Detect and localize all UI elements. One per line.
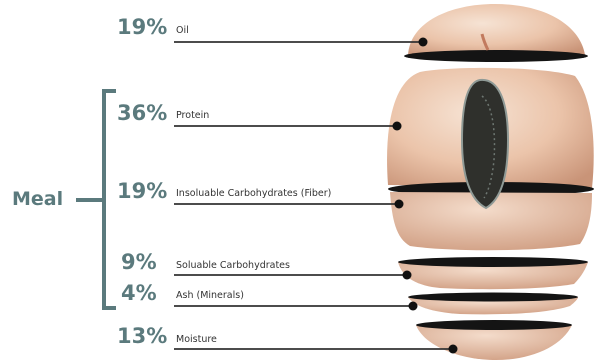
slice-face-moisture	[416, 320, 572, 330]
leader-line-protein	[174, 122, 402, 131]
percent-protein: 36%	[117, 103, 167, 124]
germ-icon	[462, 80, 508, 208]
leader-line-oil	[174, 38, 428, 47]
percent-oil: 19%	[117, 17, 167, 38]
leader-line-fiber	[174, 200, 404, 209]
label-soluble-carbs: Soluable Carbohydrates	[176, 261, 290, 271]
slice-face-soluble-carbs	[398, 257, 588, 267]
meal-group-label: Meal	[12, 190, 63, 209]
label-oil: Oil	[176, 26, 189, 36]
percent-soluble-carbs: 9%	[121, 252, 157, 273]
leader-line-moisture	[174, 345, 458, 354]
leader-line-soluble-carbs	[174, 271, 412, 280]
slice-face-oil	[404, 50, 588, 62]
label-moisture: Moisture	[176, 335, 217, 345]
percent-moisture: 13%	[117, 326, 167, 347]
label-ash: Ash (Minerals)	[176, 291, 244, 301]
label-protein: Protein	[176, 111, 209, 121]
percent-fiber: 19%	[117, 181, 167, 202]
label-fiber: Insoluable Carbohydrates (Fiber)	[176, 189, 331, 199]
seed-slice-moisture	[416, 325, 572, 360]
seed-slice-oil	[408, 4, 585, 55]
percent-ash: 4%	[121, 283, 157, 304]
slice-face-ash	[408, 293, 578, 302]
leader-line-ash	[174, 302, 418, 311]
meal-bracket	[76, 91, 116, 308]
